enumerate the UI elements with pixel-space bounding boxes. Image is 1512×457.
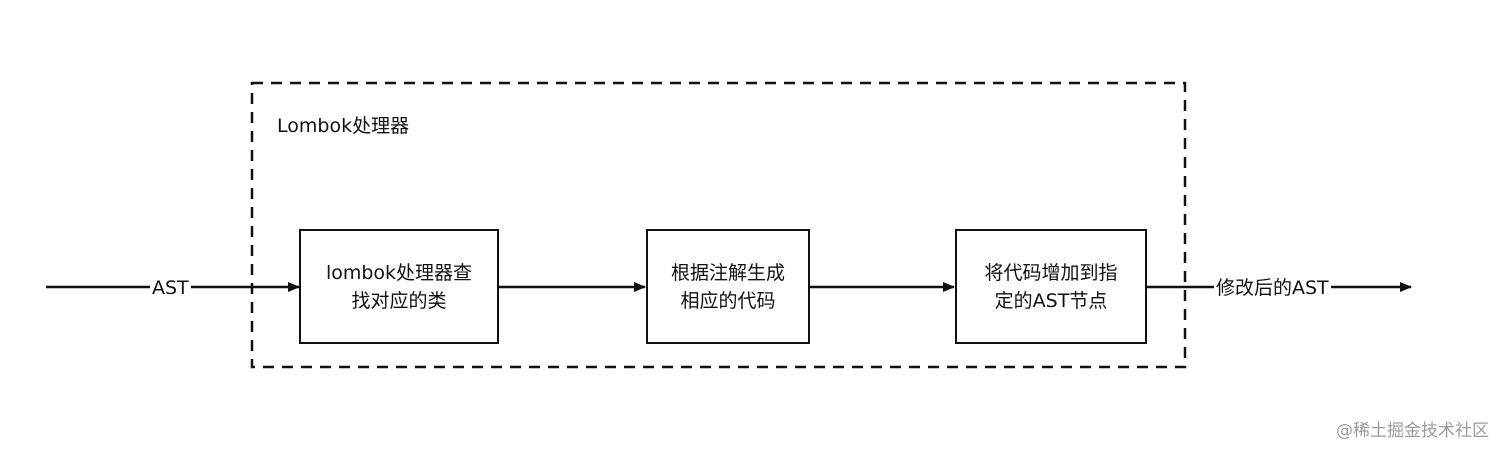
step-box-line: 找对应的类 (351, 289, 447, 312)
step-box-line: lombok处理器查 (325, 261, 473, 284)
step-box-generate-code: 根据注解生成 相应的代码 (646, 229, 810, 344)
step-box-line: 相应的代码 (680, 289, 776, 312)
processor-container-border (250, 81, 1187, 369)
step-box-add-to-ast: 将代码增加到指 定的AST节点 (955, 229, 1147, 344)
step-box-line: 定的AST节点 (994, 289, 1108, 312)
output-label: 修改后的AST (1214, 276, 1331, 300)
step-box-find-class: lombok处理器查 找对应的类 (299, 229, 499, 344)
step-box-line: 将代码增加到指 (984, 261, 1118, 284)
input-label: AST (150, 276, 191, 300)
step-box-line: 根据注解生成 (670, 261, 785, 284)
container-title: Lombok处理器 (277, 115, 410, 137)
watermark: @稀土掘金技术社区 (1336, 421, 1489, 441)
